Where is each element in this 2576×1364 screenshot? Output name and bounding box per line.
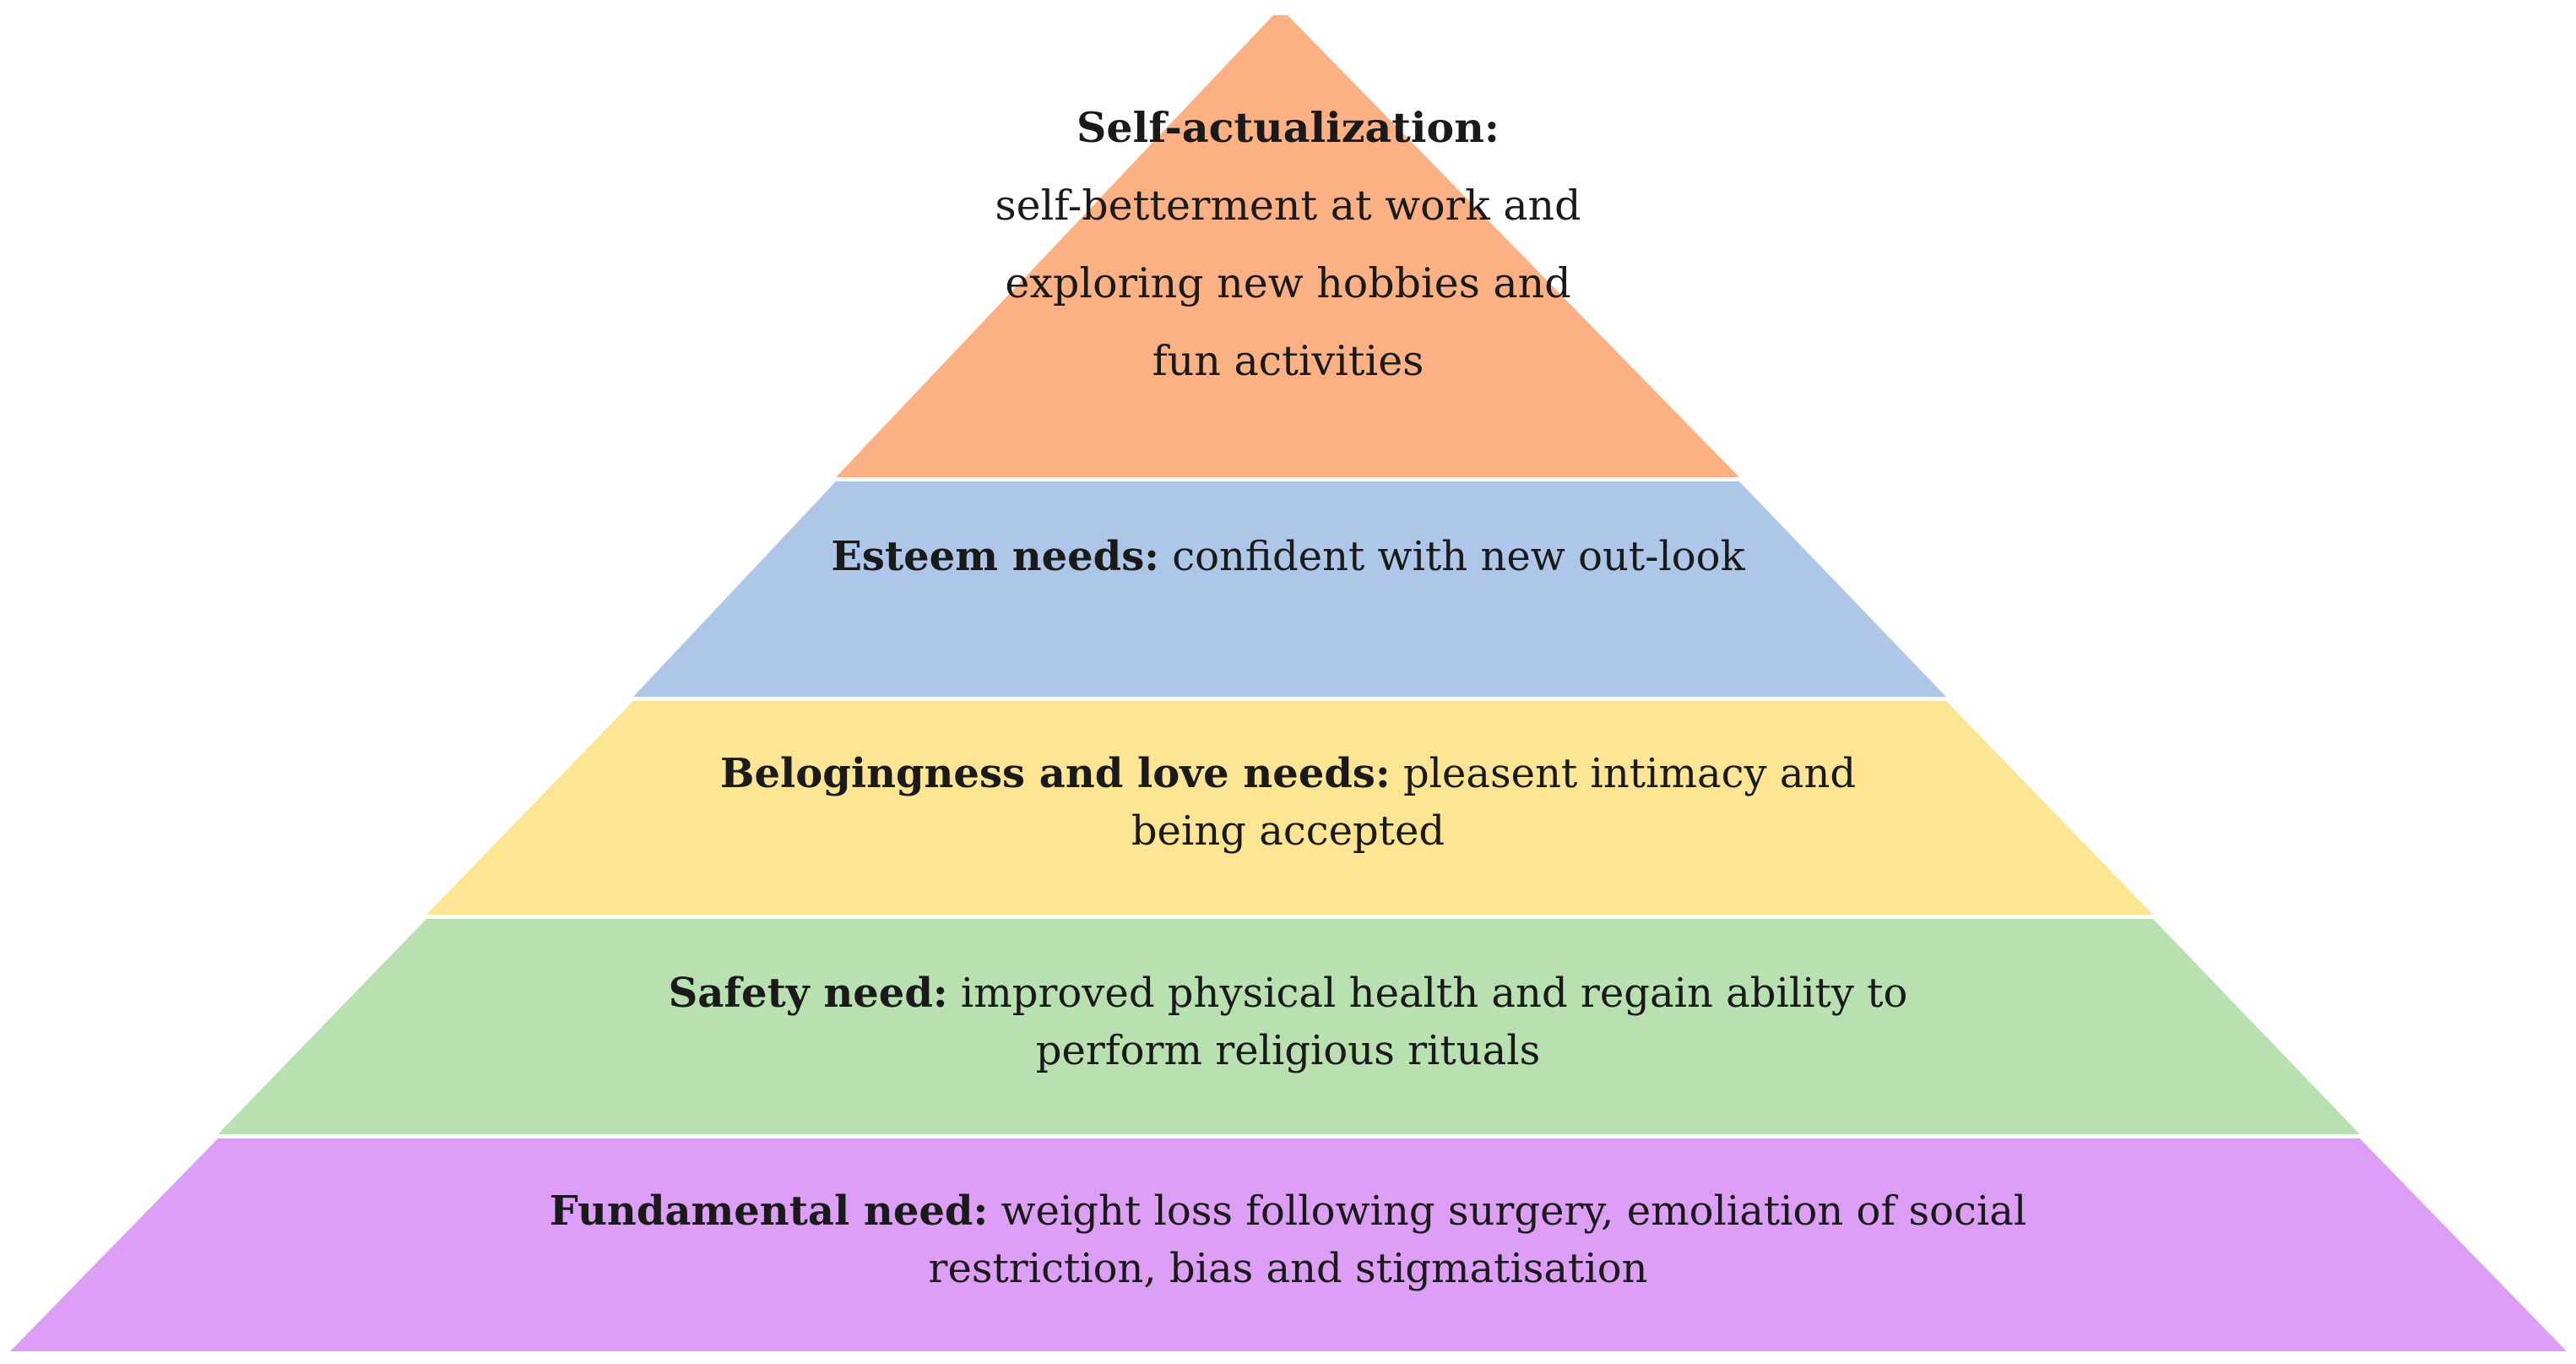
tier-self-actualization-body: self-betterment at work and exploring ne… bbox=[995, 182, 1581, 385]
tier-safety-band bbox=[218, 919, 2360, 1134]
tier-safety-text: Safety need: improved physical health an… bbox=[605, 965, 1972, 1079]
tier-self-actualization-text: Self-actualization: self-betterment at w… bbox=[968, 89, 1609, 400]
tier-fundamental-heading: Fundamental need: bbox=[549, 1187, 989, 1235]
tier-esteem-text: Esteem needs: confident with new out-loo… bbox=[816, 528, 1761, 585]
tier-fundamental-band bbox=[10, 1138, 2567, 1351]
tier-self-actualization-band bbox=[836, 15, 1739, 477]
tier-safety-heading: Safety need: bbox=[668, 970, 948, 1017]
tier-fundamental-text: Fundamental need: weight loss following … bbox=[478, 1182, 2099, 1297]
tier-belongingness-body: pleasent intimacy and being accepted bbox=[1131, 750, 1857, 856]
tier-fundamental-body: weight loss following surgery, emoliatio… bbox=[928, 1187, 2027, 1293]
tier-belongingness-text: Belogingness and love needs: pleasent in… bbox=[706, 745, 1871, 860]
tier-safety-body: improved physical health and regain abil… bbox=[960, 970, 1908, 1075]
tier-belongingness-heading: Belogingness and love needs: bbox=[719, 750, 1391, 797]
tier-esteem-heading: Esteem needs: bbox=[831, 533, 1159, 580]
tier-self-actualization-heading: Self-actualization: bbox=[1076, 103, 1500, 152]
tier-belongingness-band bbox=[426, 701, 2153, 915]
tier-esteem-body: confident with new out-look bbox=[1172, 533, 1745, 580]
tier-esteem-band bbox=[633, 481, 1946, 697]
